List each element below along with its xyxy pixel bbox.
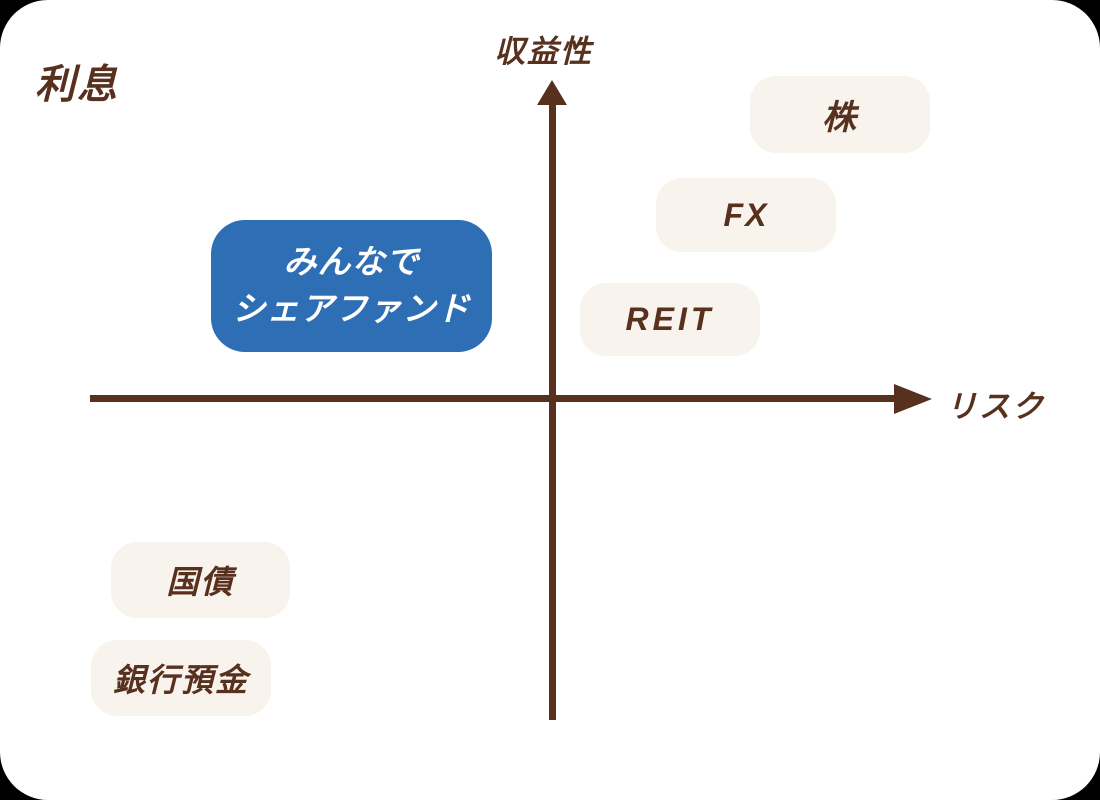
node-stocks-label: 株 bbox=[822, 99, 858, 137]
node-minna-share-fund-label-line1: みんなで bbox=[283, 243, 420, 281]
node-stocks: 株 bbox=[750, 76, 930, 153]
corner-title: 利息 bbox=[35, 63, 119, 107]
node-government-bonds: 国債 bbox=[111, 542, 290, 618]
x-axis-arrowhead-icon bbox=[894, 384, 932, 414]
x-axis-label: リスク bbox=[946, 389, 1045, 424]
x-axis-line bbox=[90, 395, 896, 402]
node-fx-label: FX bbox=[723, 196, 769, 233]
node-reit-label: REIT bbox=[625, 301, 715, 337]
node-minna-share-fund: みんなで シェアファンド bbox=[211, 220, 492, 352]
node-reit: REIT bbox=[580, 283, 760, 356]
node-bank-deposit: 銀行預金 bbox=[91, 640, 271, 716]
node-minna-share-fund-label-line2: シェアファンド bbox=[232, 290, 471, 327]
y-axis-label: 収益性 bbox=[494, 34, 593, 69]
node-government-bonds-label: 国債 bbox=[166, 564, 235, 600]
node-bank-deposit-label: 銀行預金 bbox=[112, 662, 249, 698]
node-fx: FX bbox=[656, 178, 836, 252]
y-axis-line bbox=[549, 98, 556, 720]
